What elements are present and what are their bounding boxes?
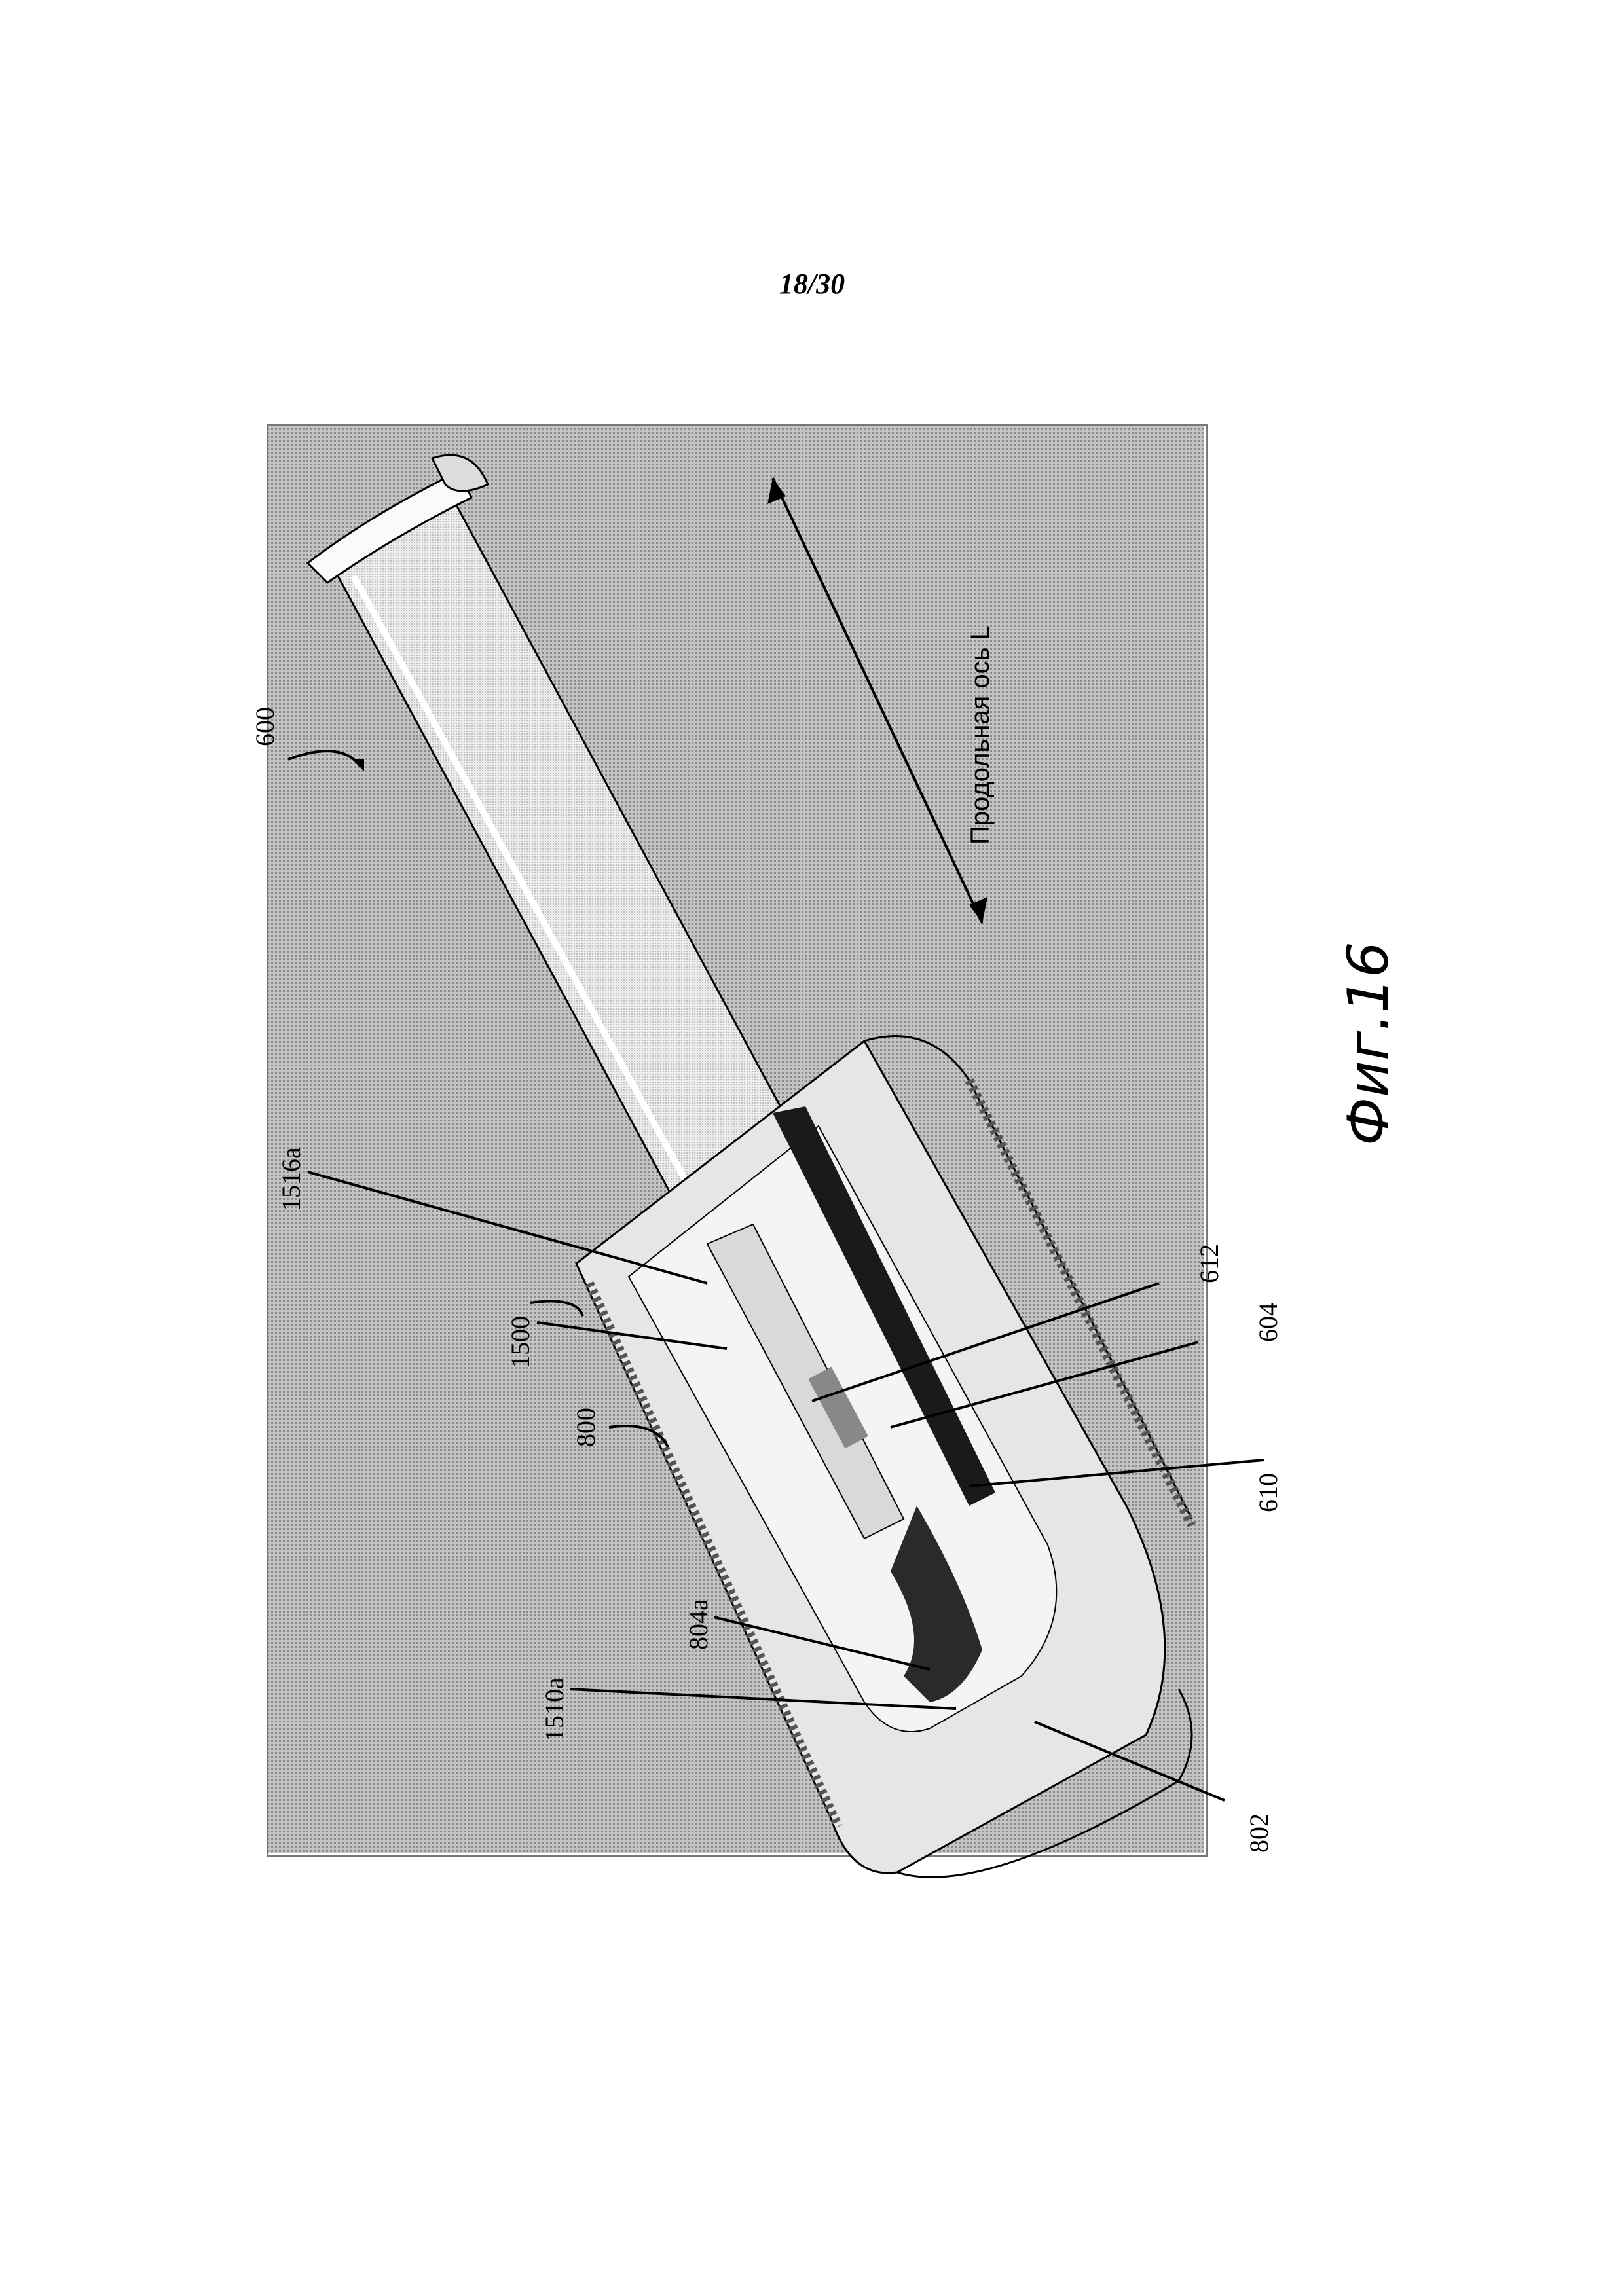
figure-caption: Фиг.16	[1336, 941, 1401, 1146]
longitudinal-axis-arrow	[767, 477, 987, 924]
internal-spring-assembly	[706, 1106, 995, 1702]
callout-1516a: 1516a	[276, 1147, 306, 1211]
callout-800: 800	[571, 1408, 600, 1447]
callout-labels: 600 1516a 1500 800 804a 1510a 802 612 60…	[250, 707, 1283, 1853]
axis-label: Продольная ось L	[966, 625, 995, 845]
page-number: 18/30	[779, 268, 845, 300]
callout-1500: 1500	[506, 1316, 535, 1368]
callout-612: 612	[1194, 1244, 1224, 1283]
figure-panel	[267, 424, 1208, 1857]
callout-600: 600	[250, 707, 280, 746]
callout-1510a: 1510a	[540, 1677, 569, 1741]
leader-lines	[287, 750, 1264, 1802]
callout-610: 610	[1253, 1473, 1283, 1512]
callout-604: 604	[1253, 1303, 1283, 1342]
callout-804a: 804a	[684, 1599, 713, 1650]
callout-802: 802	[1244, 1813, 1274, 1853]
syringe-barrel	[306, 454, 813, 1246]
